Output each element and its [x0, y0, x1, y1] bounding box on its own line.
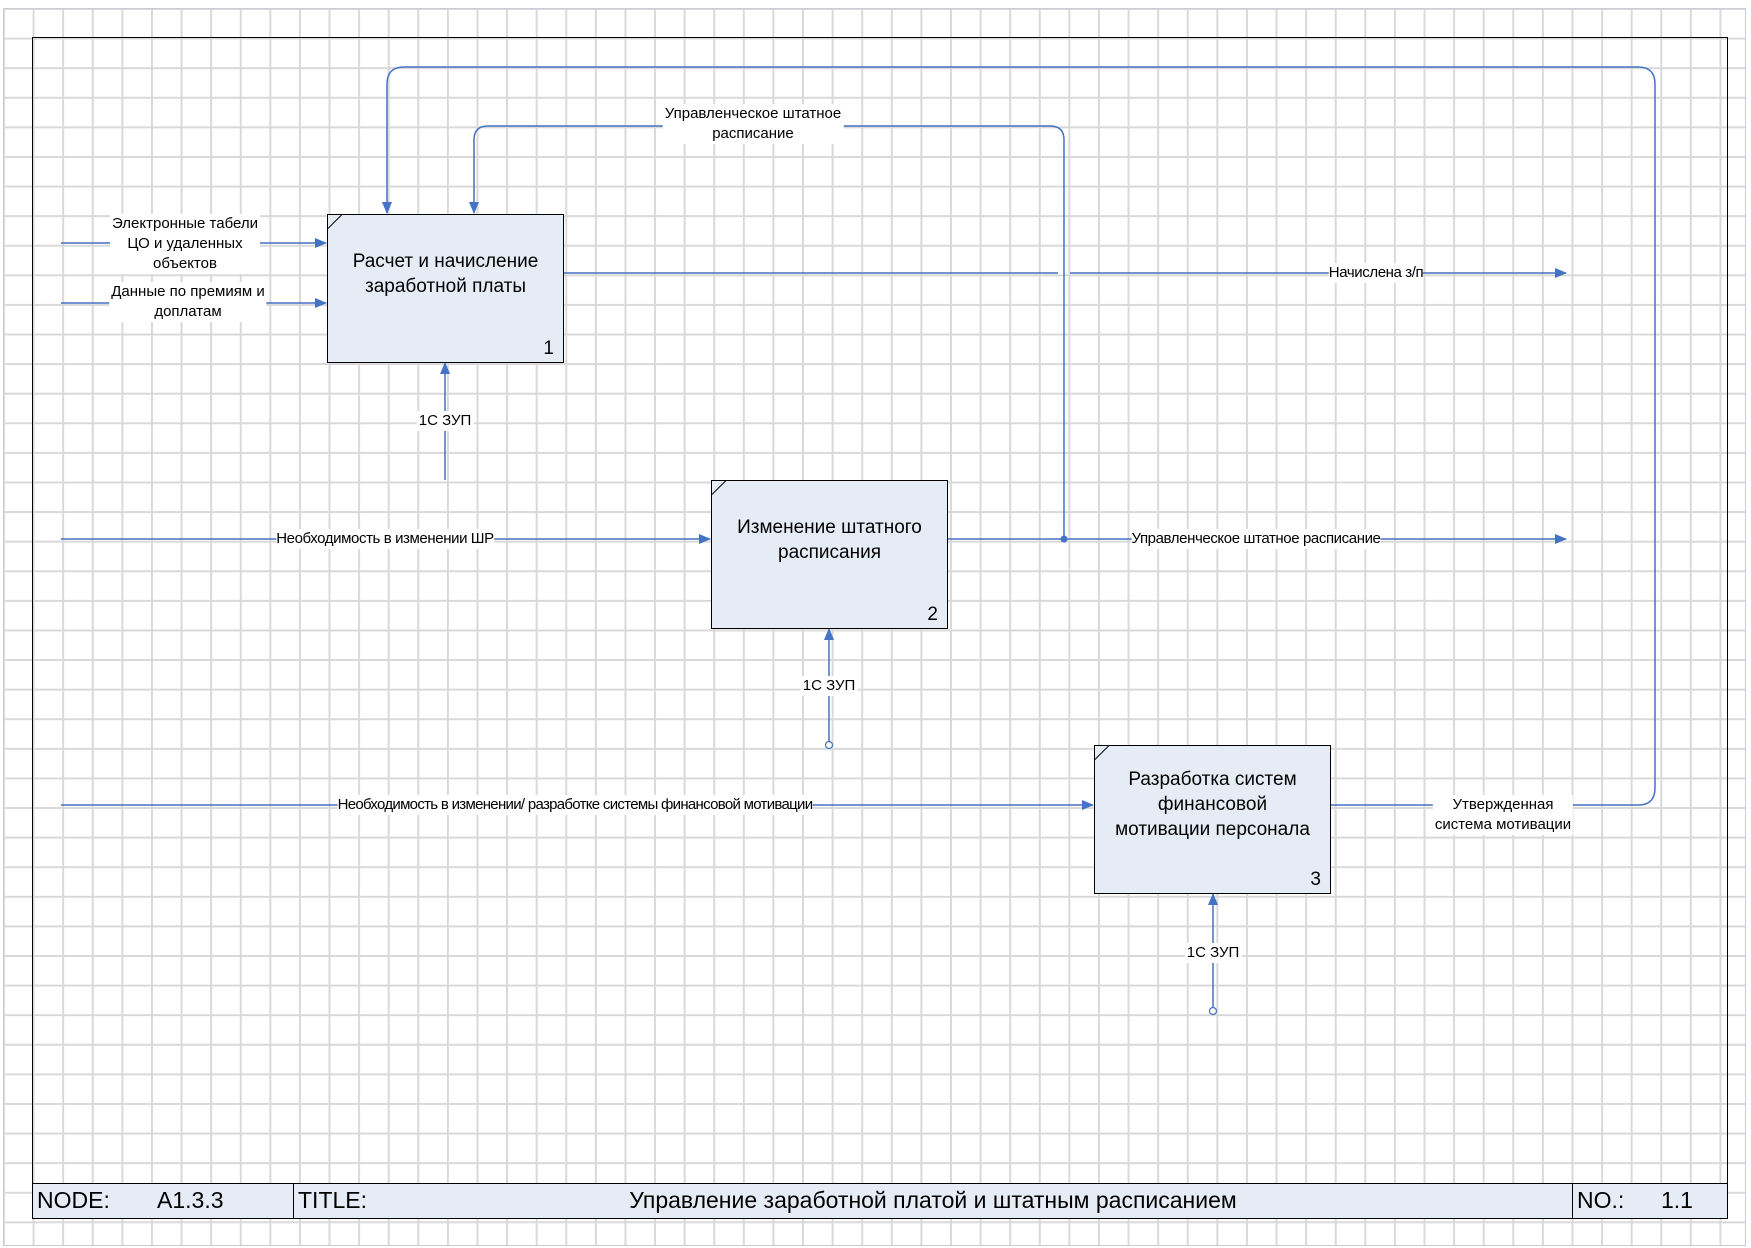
tunnel-circle-mech-2: [824, 740, 834, 750]
arrow-out-approved-motivation[interactable]: [382, 66, 1656, 806]
arrow-label-ctrl-staff-schedule: Управленческое штатное расписание: [662, 104, 844, 144]
arrow-label-in-change-sr: Необходимость в изменении ШР: [276, 529, 494, 549]
activity-number: 3: [1310, 869, 1321, 890]
arrow-label-out-salary: Начислена з/п: [1328, 263, 1424, 283]
diagram-title: Управление заработной платой и штатным р…: [629, 1187, 1237, 1213]
node-key: NODE:: [37, 1187, 110, 1213]
arrow-label-in-tabels: Электронные табели ЦО и удаленных объект…: [110, 214, 260, 274]
title-cell: TITLE: Управление заработной платой и шт…: [294, 1184, 1573, 1218]
node-value: A1.3.3: [157, 1187, 224, 1213]
box-corner-mark: [712, 481, 726, 495]
no-value: 1.1: [1661, 1187, 1693, 1213]
activity-number: 1: [543, 338, 554, 359]
arrow-label-mech-1: 1С ЗУП: [416, 411, 474, 431]
arrow-label-mech-2: 1С ЗУП: [800, 676, 858, 696]
arrow-label-out-approved-motivation: Утвержденная система мотивации: [1432, 795, 1574, 835]
arrow-label-in-motivation-need: Необходимость в изменении/ разработке си…: [337, 795, 813, 815]
activity-title: Разработка систем финансовой мотивации п…: [1115, 769, 1310, 840]
tunnel-circle-mech-3: [1208, 1006, 1218, 1016]
activity-number: 2: [927, 604, 938, 625]
arrow-label-out-staff-schedule: Управленческое штатное расписание: [1131, 529, 1381, 549]
title-block: NODE: A1.3.3 TITLE: Управление заработно…: [32, 1183, 1728, 1219]
node-cell: NODE: A1.3.3: [33, 1184, 294, 1218]
activity-title: Изменение штатного расписания: [737, 517, 922, 563]
box-corner-mark: [328, 215, 342, 229]
title-key: TITLE:: [298, 1187, 368, 1213]
activity-box-1[interactable]: Расчет и начисление заработной платы 1: [327, 214, 564, 363]
activity-box-2[interactable]: Изменение штатного расписания 2: [711, 480, 948, 629]
no-key: NO.:: [1577, 1187, 1625, 1213]
number-cell: NO.: 1.1: [1573, 1184, 1727, 1218]
junction-dot: [1060, 535, 1068, 543]
activity-title: Расчет и начисление заработной платы: [352, 251, 539, 297]
arrow-label-in-bonuses: Данные по премиям и доплатам: [109, 282, 267, 322]
arrow-label-mech-3: 1С ЗУП: [1184, 943, 1242, 963]
activity-box-3[interactable]: Разработка систем финансовой мотивации п…: [1094, 745, 1331, 894]
box-corner-mark: [1095, 746, 1109, 760]
